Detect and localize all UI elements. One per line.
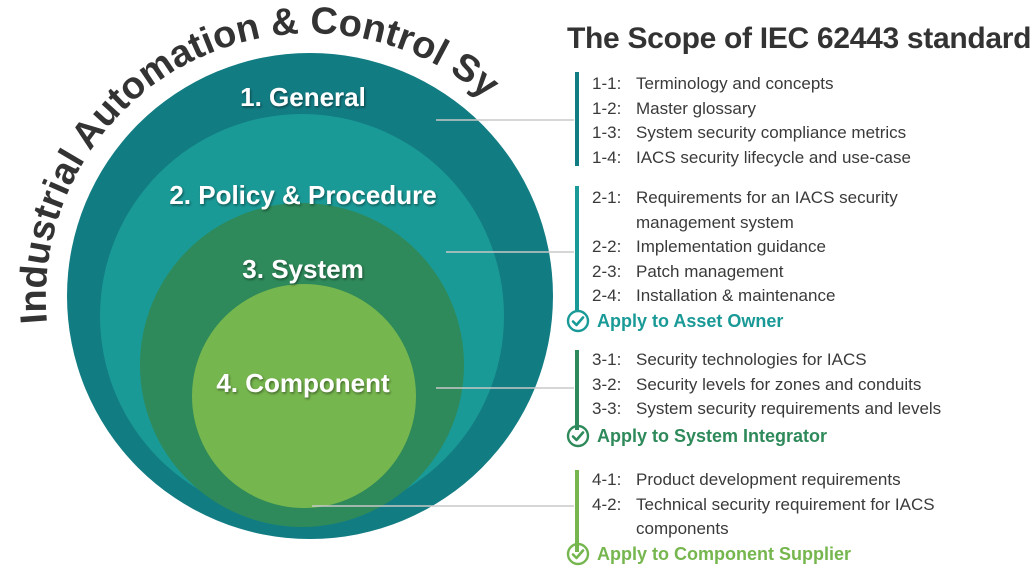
scope-item-3-2: 3-2: Security levels for zones and condui… (592, 373, 921, 398)
item-text: Security technologies for IACS (636, 350, 867, 369)
label-component: 4. Component (216, 368, 390, 398)
item-code: 1-3: (592, 123, 622, 142)
circle-component (192, 284, 416, 508)
scope-item-2-2: 2-2: Implementation guidance (592, 235, 826, 260)
item-text: Technical security requirement for IACS (636, 494, 935, 514)
check-circle-icon (566, 309, 590, 333)
item-code: 2-2: (592, 237, 622, 256)
scope-item-2-1: 2-1: Requirements for an IACS security man… (592, 186, 898, 235)
item-code: 1-2: (592, 98, 622, 118)
label-general: 1. General (240, 82, 366, 112)
apply-label: Apply to Asset Owner (597, 311, 784, 331)
item-code: 2-4: (592, 286, 622, 305)
scope-item-2-4: 2-4: Installation & maintenance (592, 284, 835, 309)
item-text: components (636, 519, 729, 538)
item-code: 3-3: (592, 399, 622, 418)
item-text: Installation & maintenance (636, 286, 836, 305)
item-code: 1-4: (592, 147, 622, 167)
item-code: 1-1: (592, 74, 622, 93)
item-code: 4-2: (592, 494, 622, 514)
label-policy-procedure: 2. Policy & Procedure (169, 180, 436, 210)
item-text: System security compliance metrics (636, 123, 907, 142)
item-text: Security levels for zones and conduits (636, 374, 922, 394)
item-text: Terminology and concepts (636, 74, 834, 93)
apply-to-4: Apply to Component Supplier (566, 542, 851, 566)
scope-item-3-3: 3-3: System security requirements and lev… (592, 397, 941, 422)
item-text: Patch management (636, 261, 784, 281)
scope-item-1-4: 1-4: IACS security lifecycle and use-case (592, 146, 911, 171)
item-text: management system (636, 212, 794, 232)
item-text: IACS security lifecycle and use-case (636, 147, 911, 167)
item-code: 2-3: (592, 261, 622, 281)
scope-item-2-3: 2-3: Patch management (592, 260, 783, 285)
apply-label: Apply to Component Supplier (597, 544, 851, 564)
item-code: 4-1: (592, 470, 622, 489)
group-bar-4 (575, 470, 579, 552)
item-code: 3-2: (592, 374, 622, 394)
item-text: Requirements for an IACS security (636, 188, 898, 207)
page-title: The Scope of IEC 62443 standard (567, 22, 1030, 55)
group-bar-3 (575, 350, 579, 430)
item-code: 2-1: (592, 188, 622, 207)
apply-label: Apply to System Integrator (597, 426, 828, 446)
scope-item-1-1: 1-1: Terminology and concepts (592, 72, 834, 97)
group-bar-2 (575, 186, 579, 312)
apply-to-2: Apply to Asset Owner (566, 309, 783, 333)
check-circle-icon (566, 424, 590, 448)
item-text: System security requirements and levels (636, 399, 942, 418)
item-text: Master glossary (636, 98, 756, 118)
apply-to-3: Apply to System Integrator (566, 424, 827, 448)
scope-item-1-3: 1-3: System security compliance metrics (592, 121, 906, 146)
scope-item-4-2: 4-2: Technical security requirement for I… (592, 493, 935, 542)
scope-item-1-2: 1-2: Master glossary (592, 97, 756, 122)
item-code: 3-1: (592, 350, 622, 369)
group-bar-1 (575, 72, 579, 166)
label-system: 3. System (242, 254, 363, 284)
item-text: Implementation guidance (636, 237, 826, 256)
check-circle-icon (566, 542, 590, 566)
scope-item-3-1: 3-1: Security technologies for IACS (592, 348, 867, 373)
item-text: Product development requirements (636, 470, 901, 489)
scope-item-4-1: 4-1: Product development requirements (592, 468, 901, 493)
